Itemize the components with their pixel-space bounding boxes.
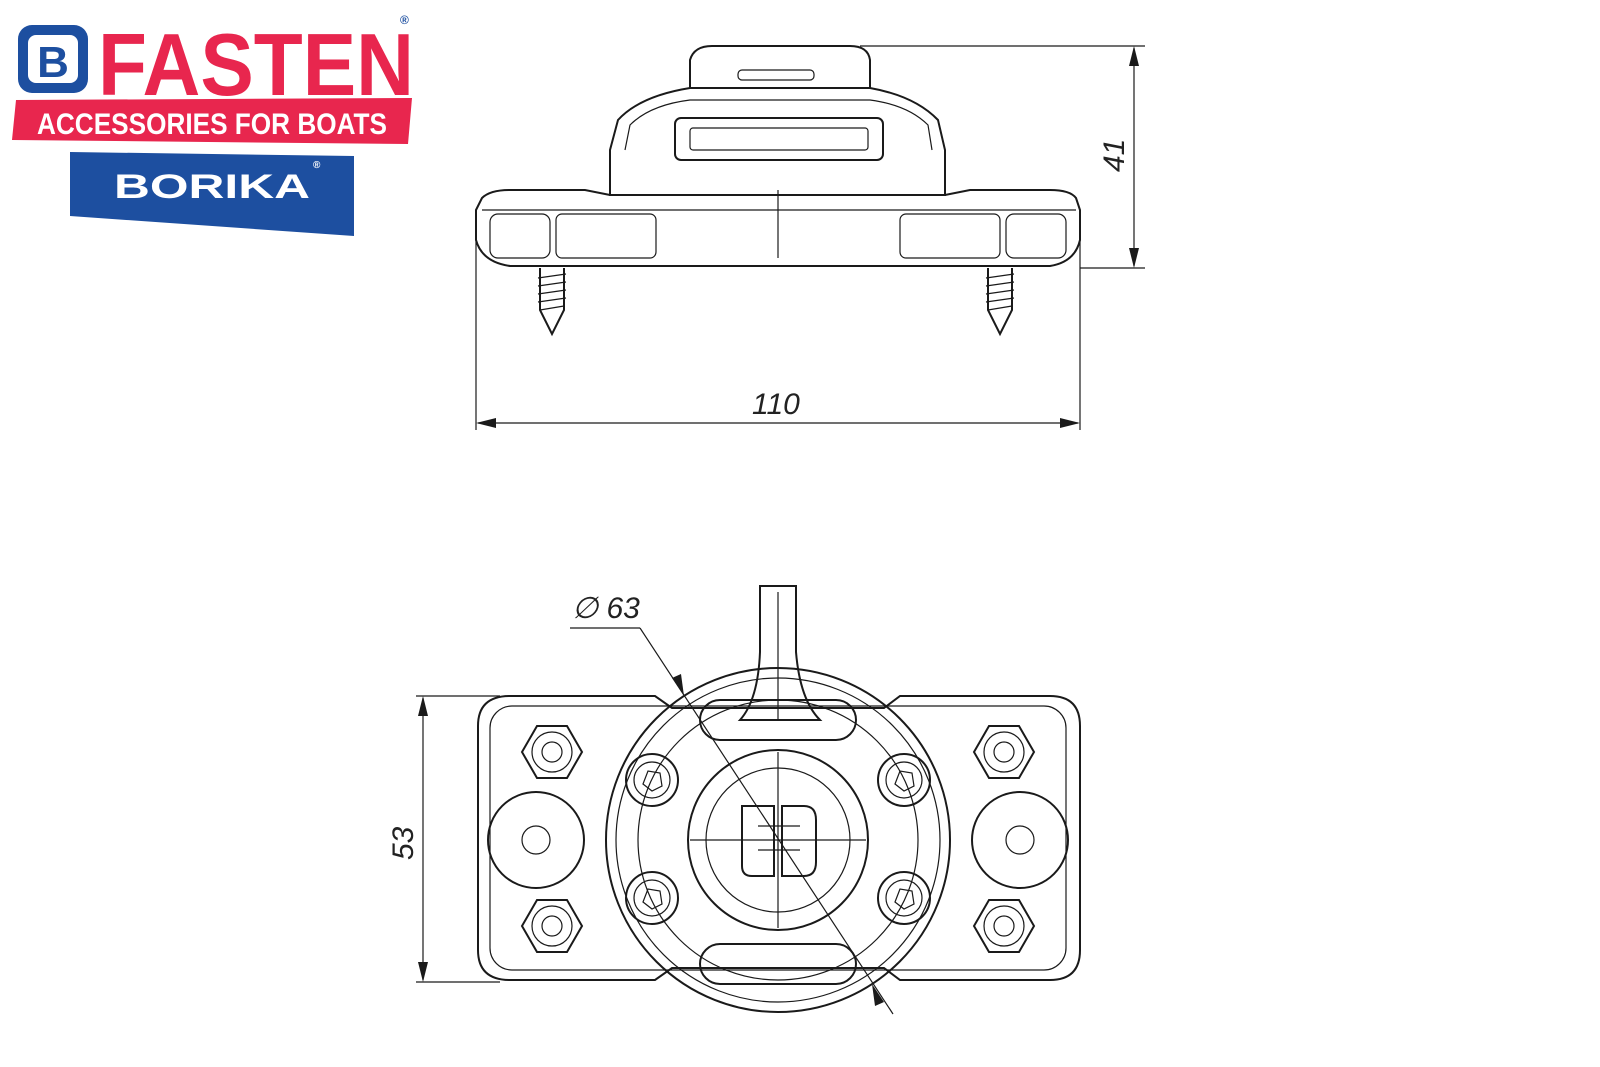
depth-arrow-bottom [418, 962, 428, 982]
side-end-right [1005, 213, 1067, 259]
side-pad-left [555, 213, 657, 259]
depth-arrow-top [418, 696, 428, 716]
side-cap [689, 45, 871, 88]
side-screw-left [537, 268, 567, 337]
sub-brand-registered: ® [313, 160, 321, 171]
brand-mark-letter: B [37, 38, 69, 87]
top-slot-lower [699, 943, 857, 985]
side-end-left [489, 213, 551, 259]
side-base-plate [475, 189, 1081, 267]
hex-bolt-bl [520, 899, 584, 953]
hub-emblem-icon [741, 805, 817, 877]
top-outer-ring [605, 667, 951, 1013]
height-arrow-bottom [1129, 248, 1139, 268]
side-center-slot-inner [689, 127, 869, 151]
hex-bolt-tr [972, 725, 1036, 779]
width-arrow-right [1060, 418, 1080, 428]
side-center-slot-outer [674, 117, 884, 161]
side-dome [609, 87, 946, 196]
side-pad-right [899, 213, 1001, 259]
width-arrow-left [476, 418, 496, 428]
brand-tagline: ACCESSORIES FOR BOATS [37, 108, 387, 141]
socket-screw-tl [625, 753, 679, 807]
socket-screw-bl [625, 871, 679, 925]
height-dimension-label: 41 [1098, 139, 1131, 172]
top-view: ∅ 63 53 [387, 585, 1081, 1015]
tagline-banner [12, 98, 412, 144]
brand-name: FASTEN [98, 15, 414, 114]
depth-dimension-label: 53 [387, 826, 420, 860]
socket-screw-tr [877, 753, 931, 807]
side-dome-inner [624, 99, 933, 151]
hex-bolt-tl [520, 725, 584, 779]
side-cap-slot [737, 69, 815, 81]
diameter-arrow-top [672, 674, 684, 696]
socket-screw-br [877, 871, 931, 925]
top-hub-ring [687, 749, 869, 931]
diameter-arrow-bottom [872, 984, 884, 1006]
side-view: 41 110 [475, 45, 1145, 430]
hex-bolt-br [972, 899, 1036, 953]
sub-brand-banner [70, 152, 354, 236]
registered-mark: ® [400, 13, 409, 27]
side-screw-right [985, 268, 1015, 337]
width-dimension-label: 110 [752, 388, 800, 421]
mount-hole-right [971, 791, 1069, 889]
diameter-dimension-label: ∅ 63 [572, 592, 640, 625]
height-arrow-top [1129, 46, 1139, 66]
brand-logo: B FASTEN ® ACCESSORIES FOR BOATS BORIKA … [12, 13, 414, 236]
top-handle-lever [737, 585, 823, 721]
sub-brand-name: BORIKA [114, 168, 310, 206]
top-outer-ring-2 [615, 677, 941, 1003]
mount-hole-left [487, 791, 585, 889]
top-base-plate [477, 695, 1081, 981]
brand-mark-inner [28, 35, 78, 83]
